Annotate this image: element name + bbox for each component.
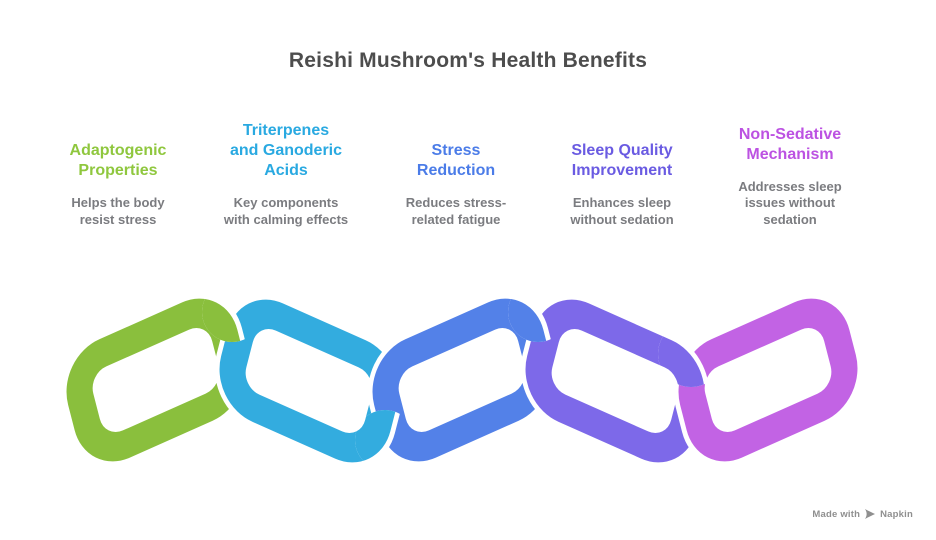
chain-weave-overlap-1 (72, 302, 240, 457)
benefit-column-4: Sleep Quality Improvement Enhances sleep… (537, 141, 707, 228)
benefit-column-3: Stress Reduction Reduces stress- related… (371, 141, 541, 228)
pen-nib-icon (865, 509, 876, 519)
footer-text: Made with (812, 508, 861, 520)
chain-link-1 (72, 302, 240, 457)
chain-link-2 (225, 303, 393, 458)
benefit-description-3: Reduces stress- related fatigue (405, 195, 507, 227)
chain-link-4 (531, 303, 699, 458)
benefit-column-5: Non-Sedative Mechanism Addresses sleep i… (705, 125, 875, 229)
page-title: Reishi Mushroom's Health Benefits (288, 49, 648, 72)
benefit-heading-4: Sleep Quality Improvement (571, 142, 673, 179)
benefit-description-4: Enhances sleep without sedation (570, 195, 674, 227)
benefit-heading-1: Adaptogenic Properties (69, 142, 167, 179)
chain-weave-overlap-2 (225, 303, 393, 458)
benefit-column-1: Adaptogenic Properties Helps the body re… (33, 141, 203, 228)
benefit-heading-5: Non-Sedative Mechanism (738, 125, 842, 163)
footer-brand: Napkin (880, 508, 913, 520)
chain-link-5 (684, 302, 852, 457)
benefit-column-2: Triterpenes and Ganoderic Acids Key comp… (201, 121, 371, 228)
benefit-description-5: Addresses sleep issues without sedation (738, 178, 842, 227)
chain-weave-overlap-4 (531, 303, 699, 458)
made-with-napkin: Made with Napkin (812, 508, 913, 520)
chain-weave-overlap-3 (378, 302, 546, 457)
benefit-heading-3: Stress Reduction (416, 142, 496, 179)
benefit-heading-2: Triterpenes and Ganoderic Acids (229, 122, 343, 179)
benefit-description-1: Helps the body resist stress (71, 195, 165, 227)
benefit-description-2: Key components with calming effects (223, 195, 349, 227)
chain-link-3 (378, 302, 546, 457)
